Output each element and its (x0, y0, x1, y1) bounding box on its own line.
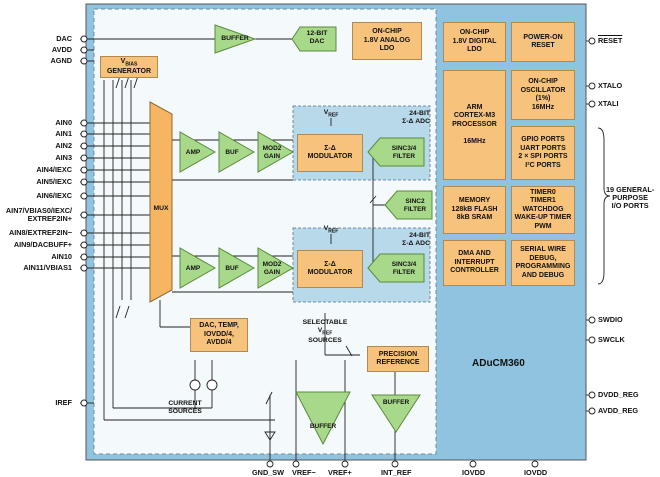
sinc34-0-shape (367, 137, 425, 167)
dac12-label: 12-BIT DAC (306, 30, 328, 45)
pin-ain7: AIN7/VBIAS0/IEXC/ EXTREF2IN+ (5, 206, 72, 223)
pin-agnd: AGND (50, 56, 73, 65)
dma-interrupt-block: DMA AND INTERRUPT CONTROLLER (443, 240, 506, 286)
mod2-1-shape (257, 247, 295, 289)
int-buffer-label: BUFFER (382, 399, 410, 406)
digital-ldo-block: ON-CHIP 1.8V DIGITAL LDO (443, 22, 506, 62)
dac-buffer-shape (214, 24, 257, 54)
current-sources-label: CURRENT SOURCES (168, 400, 202, 415)
gpio-block: GPIO PORTS UART PORTS 2 × SPI PORTS I²C … (511, 126, 575, 180)
pin-ain4: AIN4/IEXC (36, 165, 72, 174)
ref-buffer-label: BUFFER (309, 423, 337, 430)
pin-ain2: AIN2 (55, 141, 72, 150)
sinc2-shape (384, 190, 433, 220)
pin-ain1: AIN1 (55, 129, 72, 138)
mux-label: MUX (153, 205, 169, 212)
adc1-label: 24-BIT Σ-Δ ADC (402, 232, 430, 247)
pin-gnd-sw: GND_SW (252, 468, 285, 477)
pin-iref: IREF (55, 398, 72, 407)
amp1-shape (179, 247, 217, 289)
swd-block: SERIAL WIRE DEBUG, PROGRAMMING AND DEBUG (511, 240, 575, 286)
analog-ldo-block: ON-CHIP 1.8V ANALOG LDO (352, 22, 422, 60)
pin-dac: DAC (56, 34, 72, 43)
pin-vref-minus: VREF− (292, 468, 316, 477)
sinc2-label: SINC2 FILTER (403, 198, 427, 213)
pin-ain3: AIN3 (55, 153, 72, 162)
sinc34-1-label: SINC3/4 FILTER (391, 261, 417, 276)
pin-ain0: AIN0 (55, 118, 72, 127)
oscillator-block: ON-CHIP OSCILLATOR (1%) 16MHz (511, 70, 575, 120)
int-buffer-shape (371, 394, 421, 433)
mux-shape (149, 101, 173, 303)
memory-block: MEMORY 128kB FLASH 8kB SRAM (443, 186, 506, 234)
buf0-shape (218, 131, 256, 173)
pin-avdd-reg: AVDD_REG (598, 406, 639, 415)
mod2-1-label: MOD2 GAIN (262, 261, 282, 276)
dac-buffer-label: BUFFER (221, 35, 249, 42)
gpio-ports-label: 19 GENERAL- PURPOSE I/O PORTS (606, 185, 655, 210)
ref-buffer-shape (295, 391, 351, 446)
pin-dac-dot (80, 35, 88, 43)
amp0-label: AMP (185, 149, 201, 156)
sinc34-1-shape (367, 253, 425, 283)
dac12-shape (291, 26, 337, 52)
vref0-label: VREF (323, 109, 339, 119)
pin-reset: RESET (598, 36, 623, 45)
amp1-label: AMP (185, 265, 201, 272)
pin-ain6: AIN6/IEXC (36, 191, 72, 200)
pin-ain9: AIN9/DACBUFF+ (13, 240, 72, 249)
pin-xtali: XTALI (598, 99, 619, 108)
precision-reference-block: PRECISION REFERENCE (367, 346, 429, 372)
pin-vref-plus: VREF+ (328, 468, 352, 477)
dac-temp-block: DAC, TEMP, IOVDD/4, AVDD/4 (190, 318, 248, 352)
pin-swdio: SWDIO (598, 315, 623, 324)
buf1-label: BUF (225, 265, 239, 272)
pin-ain11: AIN11/VBIAS1 (23, 263, 72, 272)
pin-ain5: AIN5/IEXC (36, 177, 72, 186)
pin-iovdd-1: IOVDD (462, 468, 486, 477)
vref1-label: VREF (323, 225, 339, 235)
modulator0-block: Σ-Δ MODULATOR (297, 134, 363, 172)
mod2-0-shape (257, 131, 295, 173)
modulator1-block: Σ-Δ MODULATOR (297, 250, 363, 288)
pin-avdd: AVDD (51, 45, 72, 54)
pin-ain10: AIN10 (51, 252, 72, 261)
chip-name: ADuCM360 (472, 358, 525, 369)
amp0-shape (179, 131, 217, 173)
power-on-reset-block: POWER-ON RESET (511, 22, 575, 62)
adc0-label: 24-BIT Σ-Δ ADC (402, 110, 430, 125)
pin-xtalo: XTALO (598, 81, 623, 90)
buf1-shape (218, 247, 256, 289)
mod2-0-label: MOD2 GAIN (262, 145, 282, 160)
pin-ain8: AIN8/EXTREF2IN− (8, 228, 72, 237)
pin-swclk: SWCLK (598, 335, 625, 344)
pin-int-ref: INT_REF (381, 468, 412, 477)
timers-block: TIMER0 TIMER1 WATCHDOG WAKE-UP TIMER PWM (511, 186, 575, 234)
pin-iovdd-2: IOVDD (524, 468, 548, 477)
pin-dvdd-reg: DVDD_REG (598, 390, 639, 399)
sinc34-0-label: SINC3/4 FILTER (391, 145, 417, 160)
arm-processor-block: ARM CORTEX-M3 PROCESSOR 16MHz (443, 70, 506, 180)
buf0-label: BUF (225, 149, 239, 156)
